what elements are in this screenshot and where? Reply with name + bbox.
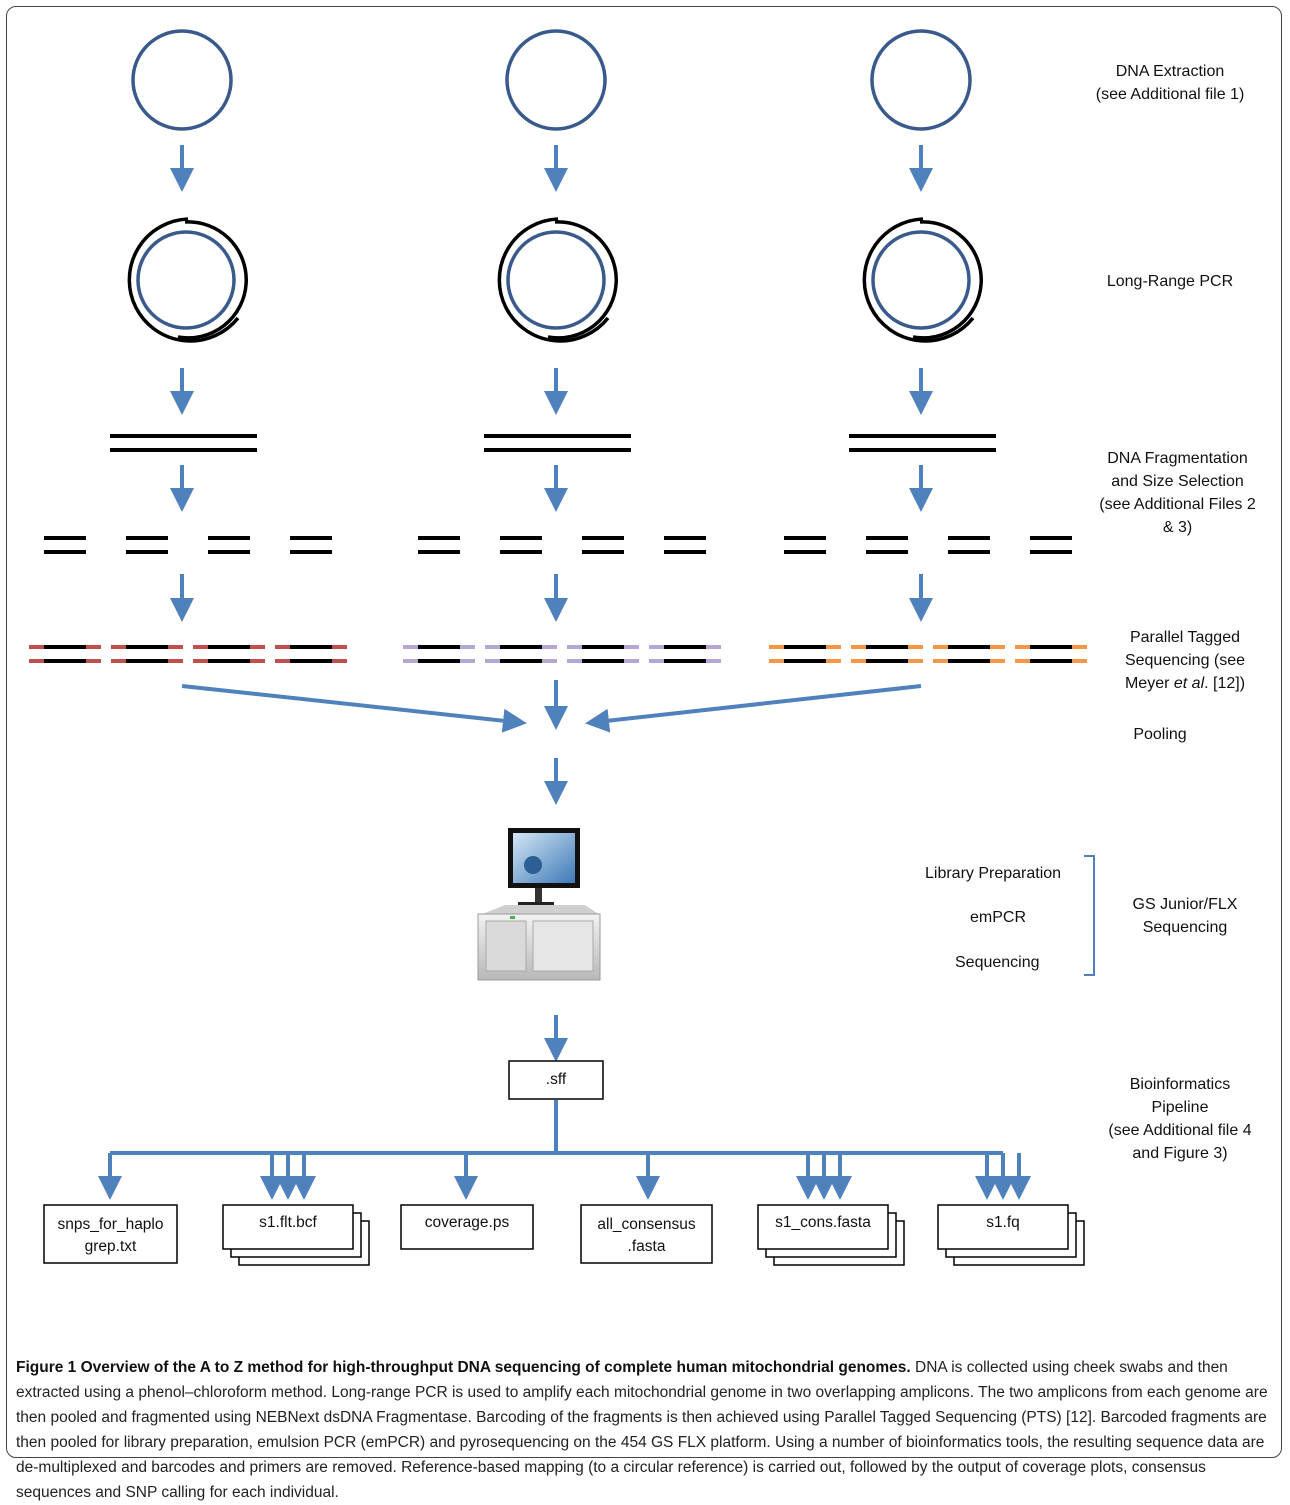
file-box (937, 1204, 1069, 1250)
label-pooling: Pooling (1133, 726, 1187, 743)
label-sequencing: Sequencing (955, 954, 1040, 971)
sequencer-machine (477, 828, 601, 981)
dna-circle-1 (131, 29, 233, 131)
file-box (400, 1204, 534, 1250)
arrows-extraction (170, 145, 933, 192)
file-box (757, 1204, 889, 1250)
pcr-amplicon-1 (127, 217, 248, 343)
pcr-amplicon-3 (862, 217, 983, 343)
output-file-boxes (43, 1204, 1085, 1266)
caption-title: Figure 1 Overview of the A to Z method f… (16, 1359, 911, 1376)
arrows-pooling (181, 680, 922, 805)
label-empcr: emPCR (970, 909, 1027, 926)
label-dna-extraction: DNA Extraction(see Additional file 1) (1095, 63, 1245, 103)
sff-label: .sff (545, 1071, 567, 1088)
dna-circle-2 (505, 29, 607, 131)
label-library-preparation: Library Preparation (925, 865, 1062, 882)
workflow-diagram (29, 29, 1095, 1266)
caption-body: DNA is collected using cheek swabs and t… (16, 1359, 1268, 1501)
arrows-tagging (170, 574, 933, 622)
label-long-range-pcr: Long-Range PCR (1106, 273, 1234, 290)
figure-frame (6, 6, 1282, 1458)
file-label-fq: s1.fq (986, 1214, 1020, 1231)
output-tree (110, 1100, 1003, 1155)
file-label-coverage: coverage.ps (424, 1214, 510, 1231)
file-label-consensus: all_consensus.fasta (597, 1216, 696, 1255)
figure-caption: Figure 1 Overview of the A to Z method f… (16, 1355, 1278, 1505)
file-label-cons-fasta: s1_cons.fasta (775, 1214, 871, 1231)
gs-bracket (1084, 855, 1095, 976)
file-box (222, 1204, 354, 1250)
sff-box (508, 1060, 604, 1100)
dna-circle-3 (870, 29, 972, 131)
file-label-bcf: s1.flt.bcf (259, 1214, 317, 1231)
arrows-pcr (170, 368, 933, 415)
file-box (43, 1204, 178, 1264)
output-tree-drops (98, 1153, 1031, 1200)
tagged-fragments (29, 645, 1087, 663)
fragments (44, 536, 1072, 554)
pcr-amplicon-2 (497, 217, 618, 343)
file-box (580, 1204, 713, 1264)
long-double-strands (110, 434, 996, 452)
arrows-fragmentation (170, 465, 933, 512)
